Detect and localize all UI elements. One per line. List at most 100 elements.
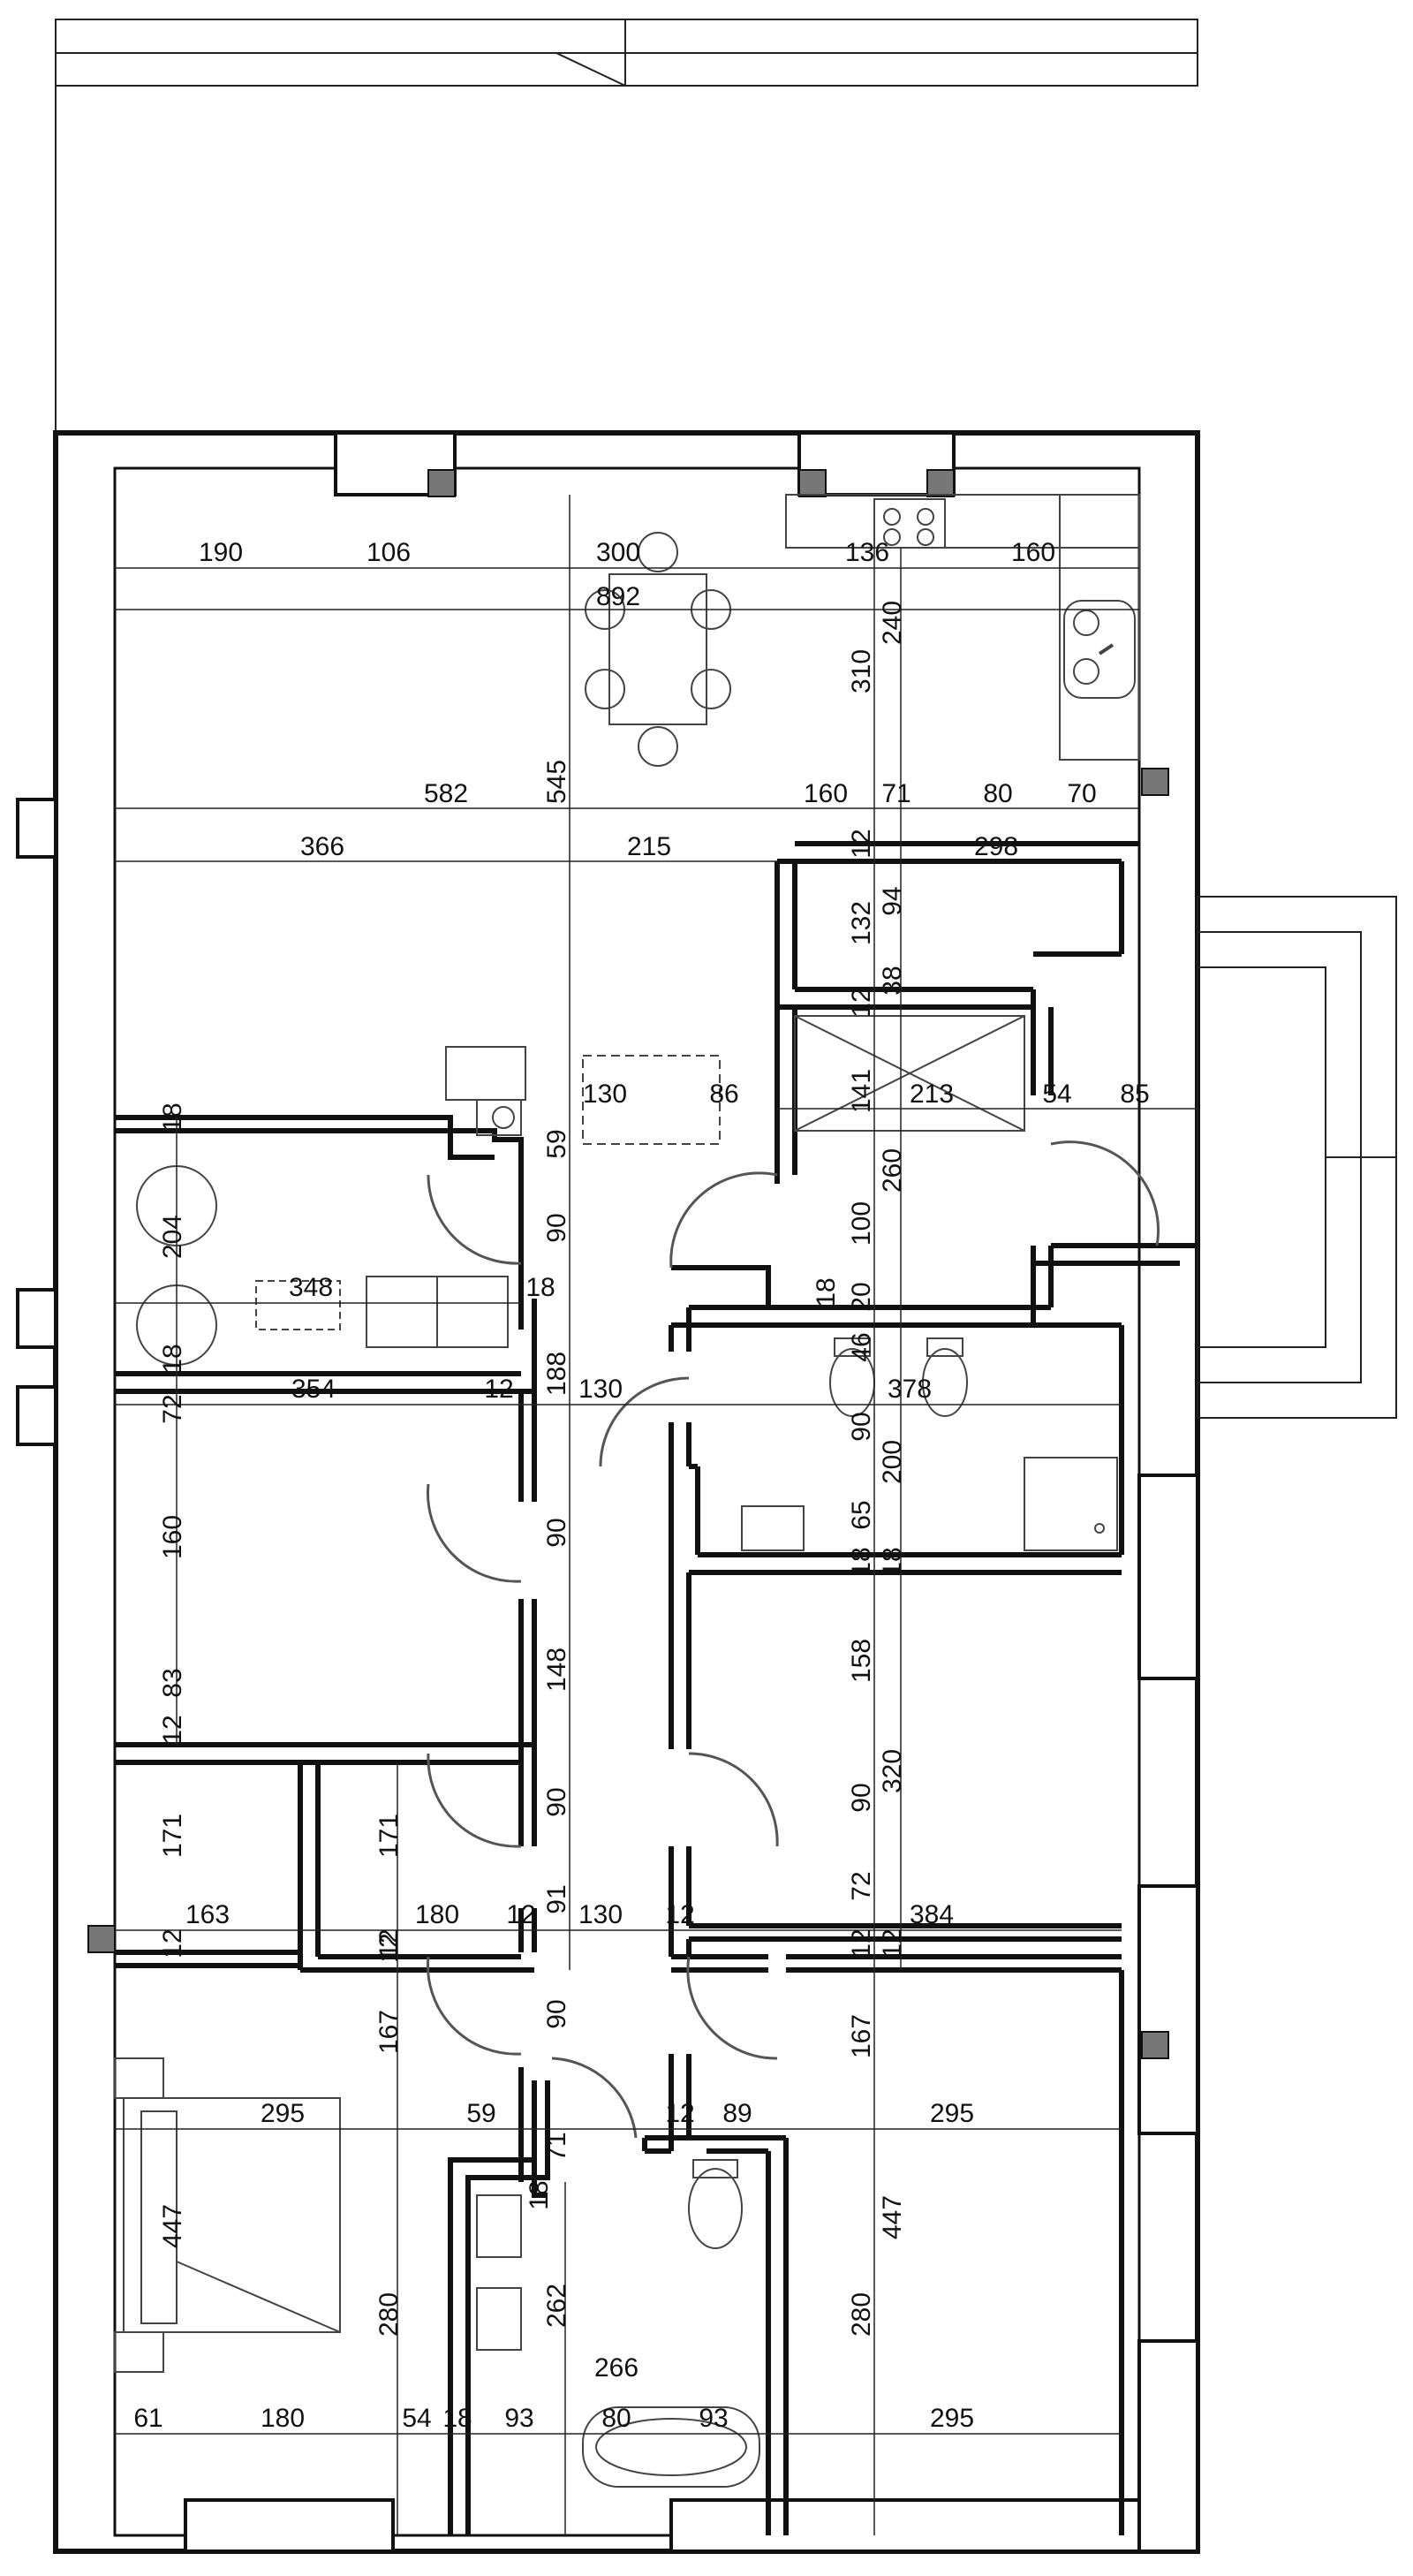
dim-18h: 18 [442, 2404, 472, 2433]
dim-190: 190 [199, 538, 243, 567]
dim-80: 80 [983, 779, 1012, 808]
dim-130a: 130 [583, 1080, 627, 1109]
dim-93a: 93 [504, 2404, 533, 2433]
dim-70: 70 [1067, 779, 1096, 808]
dim-132: 132 [847, 901, 876, 945]
dim-93b: 93 [699, 2404, 728, 2433]
dim-171a: 171 [158, 1814, 187, 1858]
dim-91: 91 [542, 1884, 571, 1913]
dim-240: 240 [878, 601, 907, 645]
dim-18a: 18 [812, 1277, 841, 1307]
dim-280a: 280 [374, 2292, 404, 2337]
dim-141: 141 [847, 1069, 876, 1113]
dim-90f: 90 [542, 1999, 571, 2028]
dim-46: 46 [847, 1332, 876, 1361]
interior-walls [115, 841, 1198, 2535]
dim-171b: 171 [374, 1814, 404, 1858]
dim-12i: 12 [374, 1933, 404, 1962]
dim-94: 94 [878, 886, 907, 915]
dim-300: 300 [596, 538, 640, 567]
dim-59b: 59 [466, 2099, 495, 2128]
dim-266: 266 [594, 2353, 638, 2383]
dim-12l: 12 [665, 2099, 694, 2128]
dim-213: 213 [910, 1080, 954, 1109]
dim-158: 158 [847, 1639, 876, 1683]
dim-160b: 160 [804, 779, 848, 808]
title-block [55, 19, 1198, 433]
dim-12g: 12 [878, 1928, 907, 1958]
dim-72b: 72 [847, 1871, 876, 1900]
dim-298: 298 [974, 832, 1018, 861]
dim-180b: 180 [261, 2404, 305, 2433]
boiler-and-laundry [136, 1046, 526, 1366]
dim-148: 148 [542, 1648, 571, 1692]
dim-18c: 18 [525, 1273, 555, 1302]
dim-295c: 295 [930, 2404, 974, 2433]
dim-354: 354 [291, 1375, 336, 1404]
dim-90d: 90 [542, 1787, 571, 1816]
dim-90c: 90 [542, 1518, 571, 1547]
dim-106: 106 [366, 538, 411, 567]
dim-160: 160 [1011, 538, 1055, 567]
dim-18d: 18 [158, 1344, 187, 1373]
dim-90e: 90 [847, 1783, 876, 1812]
dim-582: 582 [424, 779, 468, 808]
dim-86: 86 [709, 1080, 738, 1109]
dim-130b: 130 [578, 1375, 623, 1404]
dim-83: 83 [158, 1668, 187, 1697]
dim-65: 65 [847, 1500, 876, 1529]
dim-320: 320 [878, 1749, 907, 1793]
terrace-outline [1197, 896, 1397, 1419]
dim-310: 310 [847, 649, 876, 693]
dim-12f: 12 [847, 1928, 876, 1958]
dim-136: 136 [845, 538, 889, 567]
dim-200: 200 [878, 1440, 907, 1484]
dim-130c: 130 [578, 1900, 623, 1929]
dim-59a: 59 [542, 1129, 571, 1158]
dim-167b: 167 [847, 2014, 876, 2058]
dim-215: 215 [627, 832, 671, 861]
dim-204: 204 [158, 1215, 187, 1259]
dim-12c: 12 [484, 1375, 513, 1404]
dim-545: 545 [542, 760, 571, 804]
dim-12a: 12 [847, 829, 876, 858]
bathroom-fixtures [476, 1337, 1118, 2488]
dim-12b: 12 [847, 988, 876, 1017]
dim-100: 100 [847, 1201, 876, 1246]
dim-892: 892 [596, 582, 640, 611]
dim-447a: 447 [158, 2204, 187, 2248]
dim-447b: 447 [878, 2195, 907, 2239]
dim-71b: 71 [542, 2132, 571, 2161]
dim-384: 384 [910, 1900, 954, 1929]
outer-walls [53, 430, 1200, 2554]
structural-columns [87, 469, 1169, 2059]
dim-18f: 18 [878, 1547, 907, 1576]
dim-188: 188 [542, 1352, 571, 1396]
dim-71: 71 [881, 779, 911, 808]
dim-348: 348 [289, 1273, 333, 1302]
dim-12j: 12 [158, 1928, 187, 1958]
dim-85: 85 [1120, 1080, 1149, 1109]
kitchen-furniture [785, 494, 1140, 761]
dim-180a: 180 [415, 1900, 459, 1929]
dim-366: 366 [300, 832, 344, 861]
dim-260: 260 [878, 1148, 907, 1193]
dim-12d: 12 [506, 1900, 535, 1929]
dim-262: 262 [542, 2284, 571, 2328]
dimension-labels: 190 106 300 136 160 892 310 240 545 582 … [133, 538, 1149, 2433]
dim-167a: 167 [374, 2010, 404, 2054]
dim-12k: 12 [374, 1928, 404, 1958]
dim-18g: 18 [525, 2180, 554, 2209]
dim-72a: 72 [158, 1394, 187, 1423]
dim-295b: 295 [930, 2099, 974, 2128]
dim-163: 163 [185, 1900, 230, 1929]
wall-window-openings [16, 431, 1199, 2553]
dim-90b: 90 [847, 1412, 876, 1441]
dim-160c: 160 [158, 1515, 187, 1559]
dim-280b: 280 [847, 2292, 876, 2337]
dimension-lines [115, 495, 1198, 2535]
master-bed [114, 2057, 341, 2373]
dim-18e: 18 [847, 1547, 876, 1576]
